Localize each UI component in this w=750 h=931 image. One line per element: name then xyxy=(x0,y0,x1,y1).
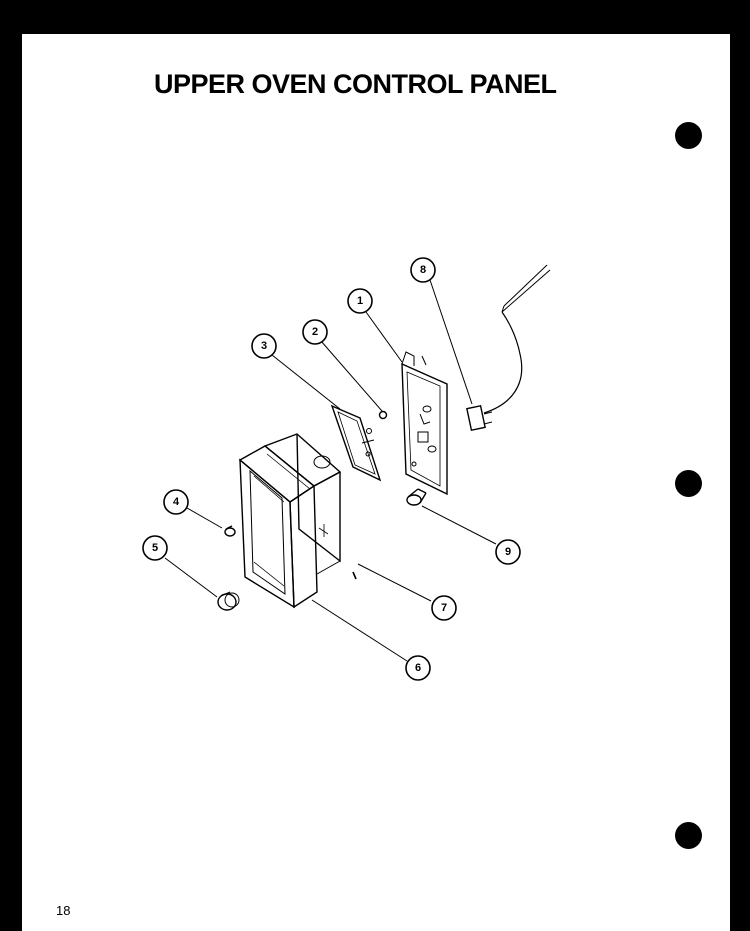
callout-8: 8 xyxy=(410,257,436,283)
svg-text:6: 6 xyxy=(415,662,421,674)
callout-9: 9 xyxy=(495,539,521,565)
callout-4: 4 xyxy=(163,489,189,515)
callout-7: 7 xyxy=(431,595,457,621)
mounting-bracket xyxy=(401,351,448,496)
page-title: UPPER OVEN CONTROL PANEL xyxy=(154,69,557,99)
callout-6: 6 xyxy=(405,655,431,681)
glass-window xyxy=(330,404,382,482)
catalog-page: UPPER OVEN CONTROL PANEL xyxy=(22,34,730,931)
switch-with-lead xyxy=(466,264,551,432)
svg-text:9: 9 xyxy=(505,546,511,558)
callout-1: 1 xyxy=(347,288,373,314)
screw xyxy=(378,410,388,420)
control-panel-frame xyxy=(238,445,318,609)
svg-text:8: 8 xyxy=(420,264,426,276)
svg-text:5: 5 xyxy=(152,542,158,554)
large-knob xyxy=(217,591,240,611)
callout-3: 3 xyxy=(251,333,277,359)
binding-hole xyxy=(675,822,702,849)
page-number: 18 xyxy=(56,903,71,918)
svg-text:1: 1 xyxy=(357,295,363,307)
control-panel-housing xyxy=(263,433,357,580)
binding-hole xyxy=(675,122,702,149)
small-knob xyxy=(224,525,236,537)
svg-text:7: 7 xyxy=(441,602,447,614)
svg-text:2: 2 xyxy=(312,326,318,338)
svg-text:4: 4 xyxy=(173,496,180,508)
exploded-parts-diagram: 1 2 3 4 5 6 7 8 9 xyxy=(142,257,551,681)
light-socket xyxy=(406,488,427,506)
callout-5: 5 xyxy=(142,535,168,561)
callout-2: 2 xyxy=(302,319,328,345)
binding-hole xyxy=(675,470,702,497)
svg-text:3: 3 xyxy=(261,340,267,352)
